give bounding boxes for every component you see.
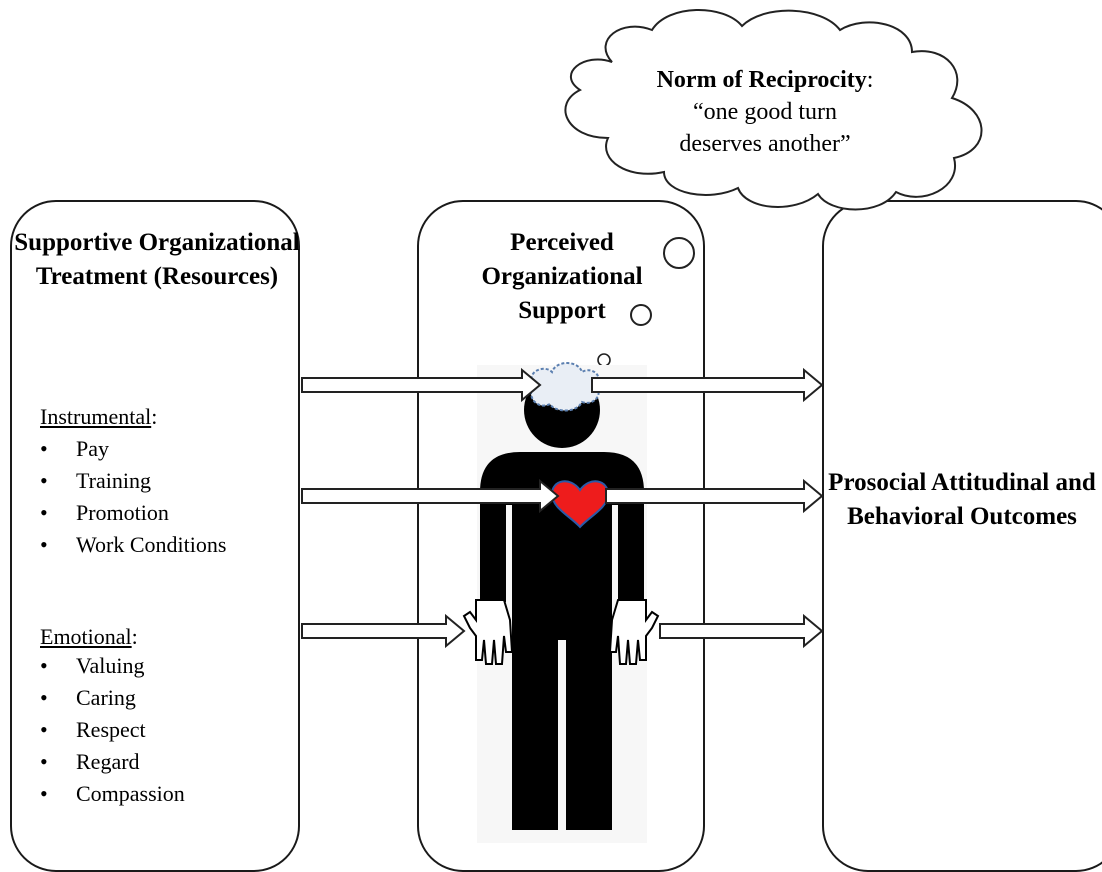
emotional-list: Valuing Caring Respect Regard Compassion: [40, 650, 185, 810]
arrow-hand-to-outcomes: [659, 613, 824, 649]
norm-label: Norm of Reciprocity: [656, 67, 867, 93]
right-hand-icon: [608, 599, 660, 665]
arrow-heart-to-outcomes: [605, 478, 824, 514]
arrow-to-hand: [301, 613, 466, 649]
instrumental-heading-text: Instrumental: [40, 404, 152, 429]
outcomes-panel: [822, 200, 1102, 872]
arrow-to-heart: [301, 478, 560, 514]
resources-title: Supportive Organizational Treatment (Res…: [14, 229, 300, 290]
left-hand-icon: [462, 599, 514, 665]
list-item: Regard: [40, 746, 185, 778]
list-item: Valuing: [40, 650, 185, 682]
norm-colon: :: [866, 67, 874, 93]
arrow-head-to-outcomes: [591, 367, 824, 403]
instrumental-list: Pay Training Promotion Work Conditions: [40, 433, 226, 561]
norm-quote-line1: “one good turn: [693, 99, 837, 125]
emotional-heading-text: Emotional: [40, 624, 132, 649]
thought-bubble-medium: [630, 304, 652, 326]
brain-cloud-icon: [530, 362, 600, 412]
heart-icon: [550, 480, 610, 529]
list-item: Training: [40, 465, 226, 497]
perceived-support-title: Perceived Organizational Support: [481, 229, 643, 324]
list-item: Caring: [40, 682, 185, 714]
list-item: Respect: [40, 714, 185, 746]
arrows: [301, 367, 824, 649]
thought-bubble-large: [663, 237, 695, 269]
arrow-to-head: [301, 367, 542, 403]
reciprocity-thought-cloud: [564, 9, 983, 211]
list-item: Work Conditions: [40, 529, 226, 561]
reciprocity-text: Norm of Reciprocity: “one good turn dese…: [600, 64, 930, 160]
list-item: Promotion: [40, 497, 226, 529]
outcomes-title: Prosocial Attitudinal and Behavioral Out…: [828, 469, 1096, 530]
norm-quote-line2: deserves another”: [679, 131, 851, 157]
list-item: Compassion: [40, 778, 185, 810]
instrumental-heading: Instrumental:: [40, 404, 158, 429]
thought-bubble-small: [597, 353, 611, 367]
emotional-heading: Emotional:: [40, 624, 138, 649]
list-item: Pay: [40, 433, 226, 465]
